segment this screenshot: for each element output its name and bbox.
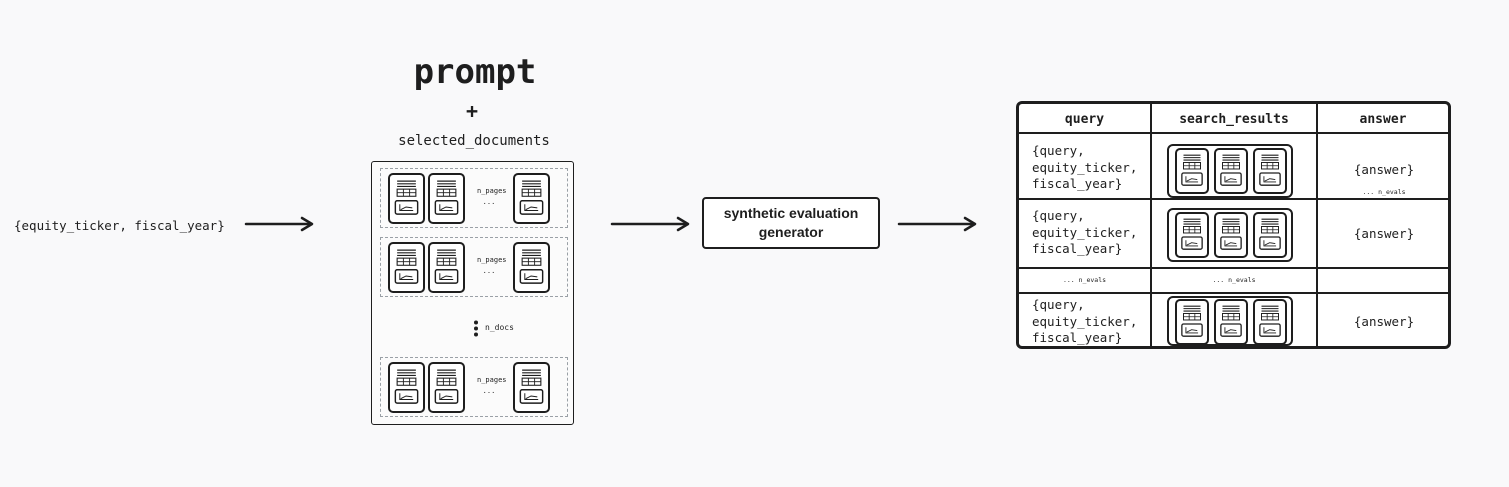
page-icon xyxy=(388,173,425,224)
page-icon xyxy=(1175,148,1209,194)
synthetic-evaluation-generator-box: synthetic evaluation generator xyxy=(702,197,880,249)
page-icon xyxy=(513,173,550,224)
page-icon xyxy=(1214,148,1248,194)
document-group: n_pages... xyxy=(380,168,568,228)
generator-label-line2: generator xyxy=(758,224,824,240)
prompt-title: prompt xyxy=(413,52,537,92)
n-evals-label: ... n_evals xyxy=(1062,276,1107,284)
page-icon xyxy=(513,362,550,413)
header-search-results: search_results xyxy=(1179,112,1289,127)
selected-documents-panel: n_pages... n_pages... xyxy=(371,161,574,425)
vertical-ellipsis-icon xyxy=(474,320,478,337)
header-query: query xyxy=(1064,112,1105,127)
page-icon xyxy=(388,242,425,293)
n-pages-label: n_pages... xyxy=(477,256,507,275)
arrow-prompt-to-generator xyxy=(610,216,690,232)
evaluation-table: query search_results answer {query, equi… xyxy=(1016,101,1451,349)
page-icon xyxy=(1253,299,1287,345)
n-docs-label: n_docs xyxy=(485,323,514,332)
page-icon xyxy=(1214,299,1248,345)
page-icon xyxy=(1175,299,1209,345)
generator-label-line1: synthetic evaluation xyxy=(723,205,859,221)
arrow-inputs-to-prompt xyxy=(244,216,314,232)
n-pages-label: n_pages... xyxy=(477,187,507,206)
page-icon xyxy=(428,173,465,224)
page-icon xyxy=(513,242,550,293)
n-evals-label: ... n_evals xyxy=(1362,188,1406,196)
search-results-cell xyxy=(1167,208,1293,262)
search-results-cell xyxy=(1167,144,1293,198)
page-icon xyxy=(428,362,465,413)
page-icon xyxy=(1253,148,1287,194)
page-icon xyxy=(1253,212,1287,258)
inputs-label: {equity_ticker, fiscal_year} xyxy=(14,218,225,233)
page-icon xyxy=(428,242,465,293)
answer-cell: {answer} xyxy=(1353,314,1415,329)
search-results-cell xyxy=(1167,296,1293,346)
arrow-generator-to-table xyxy=(897,216,977,232)
answer-cell: {answer} xyxy=(1353,226,1415,241)
query-cell: {query, equity_ticker, fiscal_year} xyxy=(1032,208,1138,256)
answer-cell: {answer} xyxy=(1353,162,1415,177)
page-icon xyxy=(1214,212,1248,258)
query-cell: {query, equity_ticker, fiscal_year} xyxy=(1032,297,1138,345)
header-answer: answer xyxy=(1359,112,1407,127)
query-cell: {query, equity_ticker, fiscal_year} xyxy=(1032,143,1138,191)
document-group: n_pages... xyxy=(380,357,568,417)
page-icon xyxy=(388,362,425,413)
plus-sign: + xyxy=(466,99,479,123)
n-evals-label: ... n_evals xyxy=(1212,276,1256,284)
page-icon xyxy=(1175,212,1209,258)
n-pages-label: n_pages... xyxy=(477,376,507,395)
document-group: n_pages... xyxy=(380,237,568,297)
selected-documents-label: selected_documents xyxy=(398,133,550,149)
